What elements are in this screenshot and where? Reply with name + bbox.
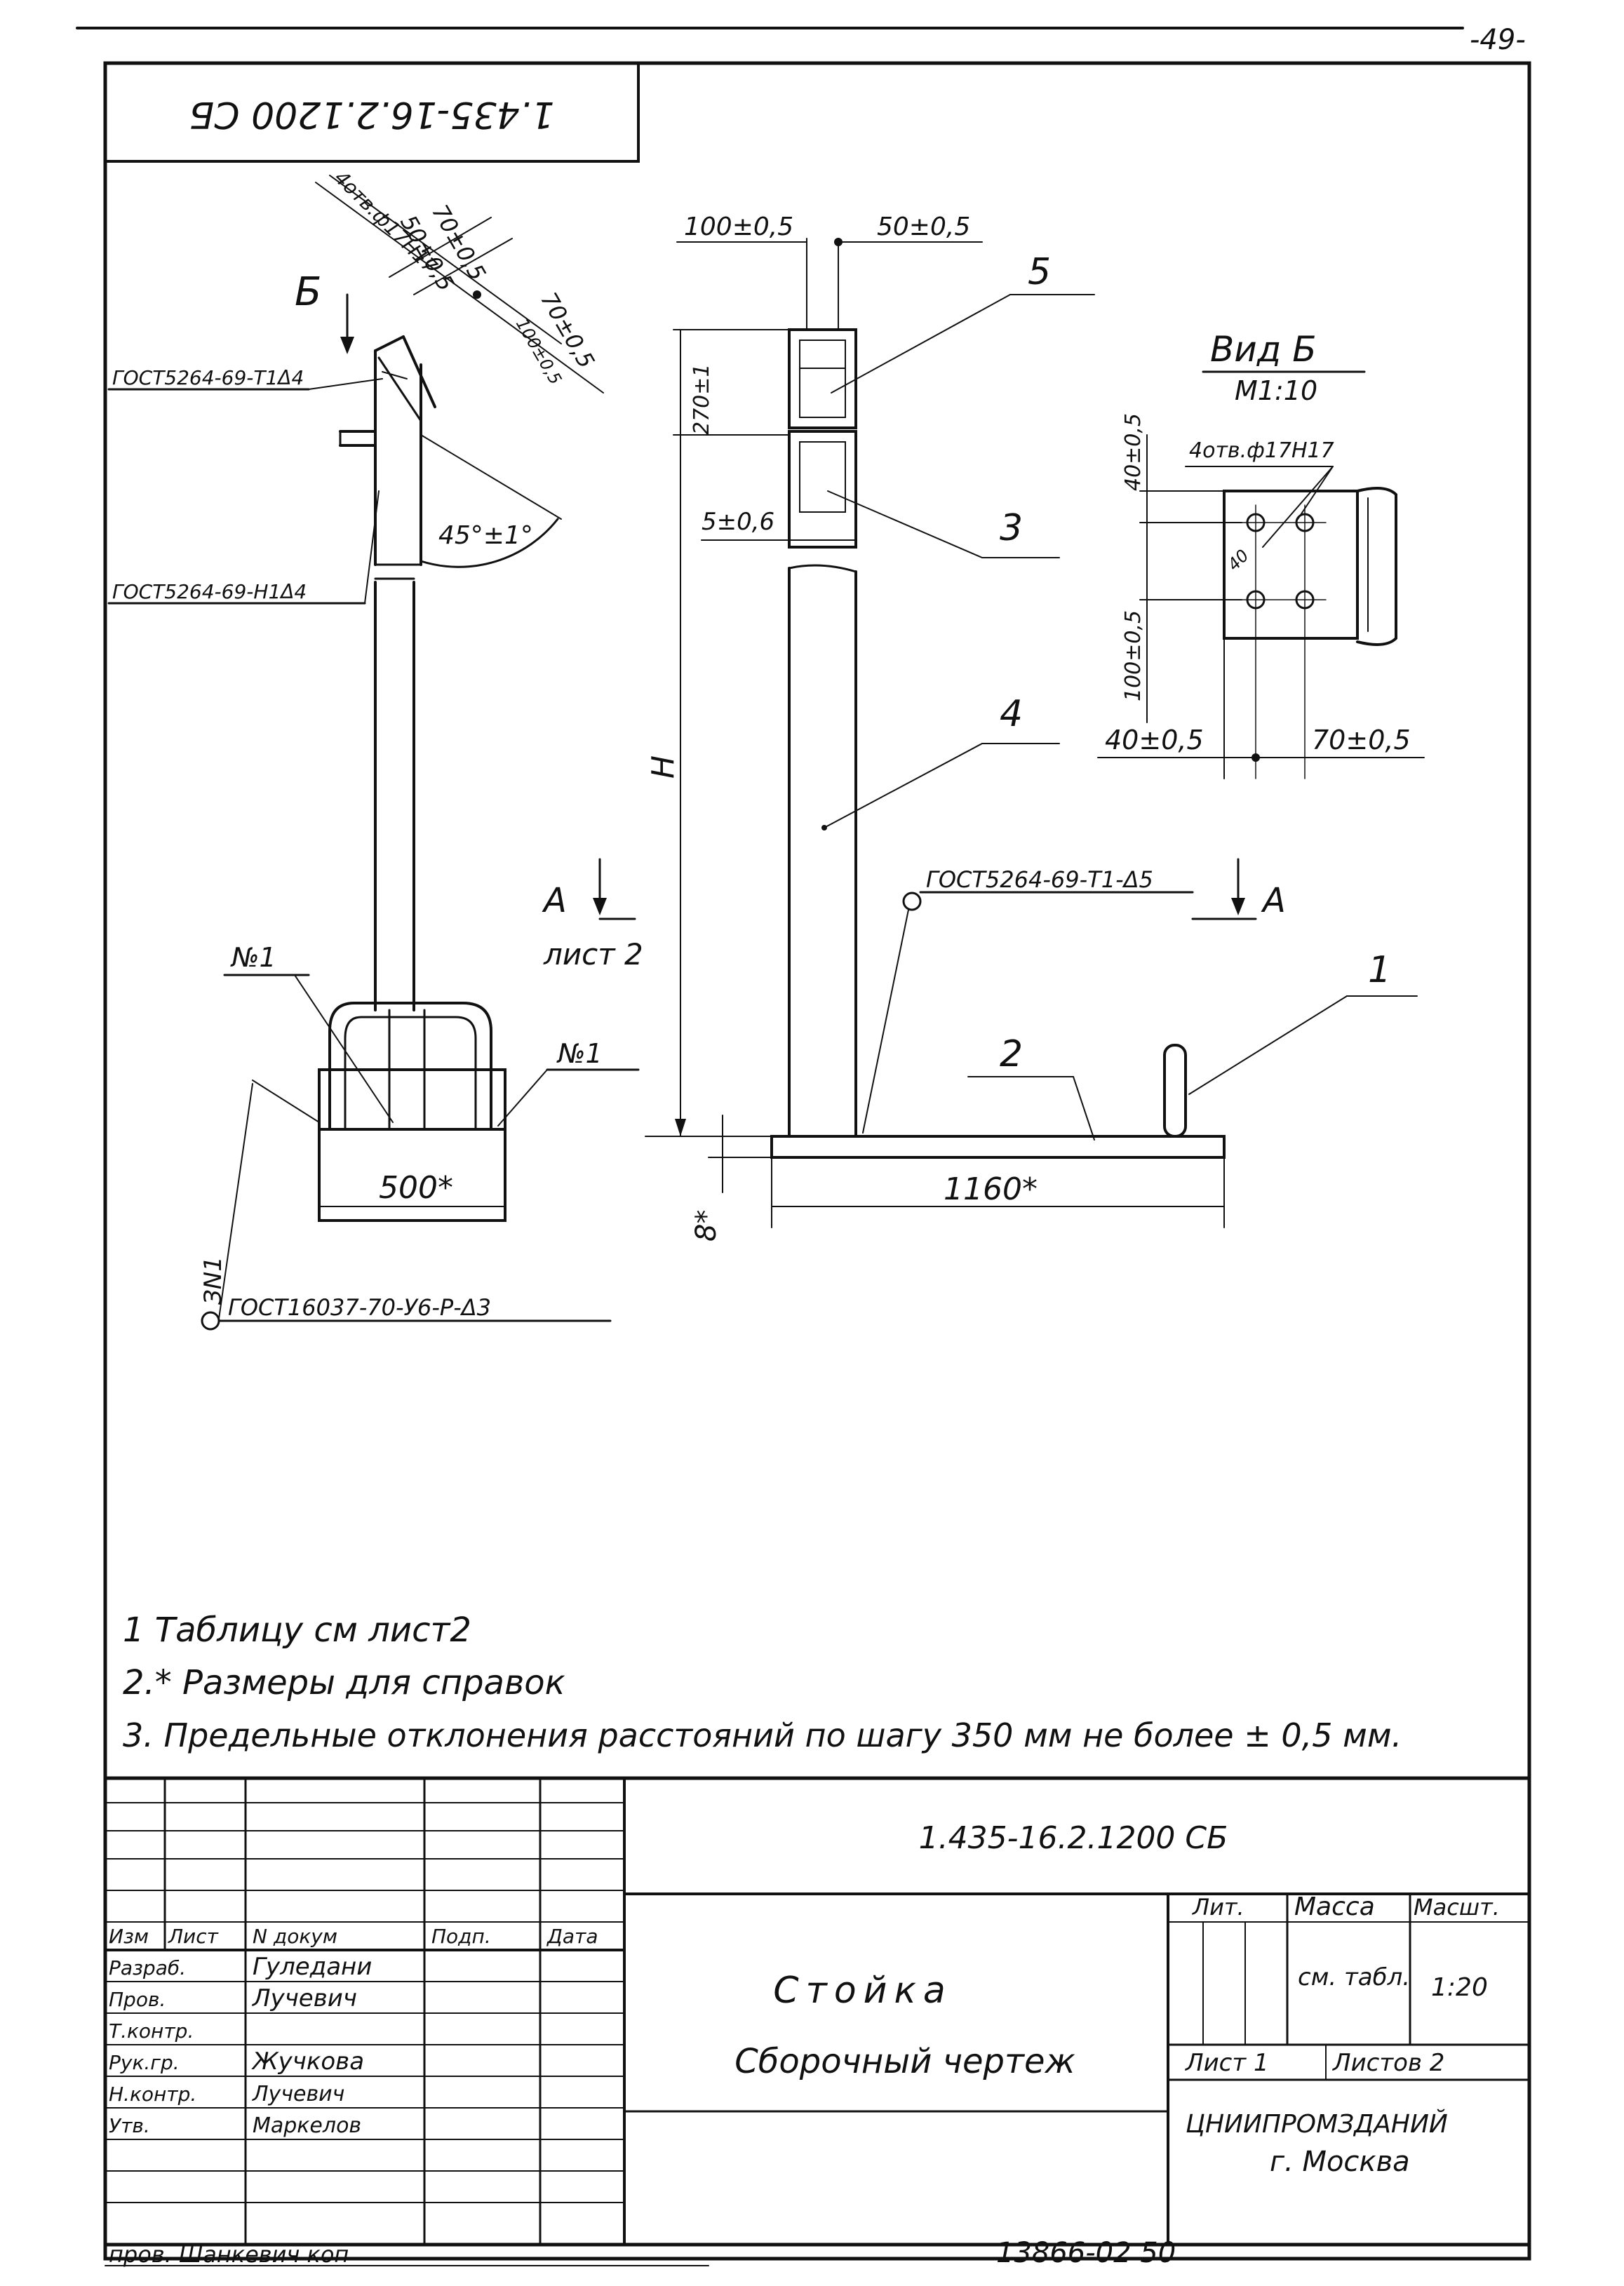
name-checker: Лучевич — [251, 1984, 357, 2012]
view-b-radius: 40 — [1223, 546, 1252, 574]
angle-dim: 45°±1° — [438, 521, 533, 550]
role-approver: Утв. — [109, 2114, 150, 2137]
weld-callout-bottom: ГОСТ16037-70-У6-Р-Δ3 — [228, 1294, 491, 1321]
name-norm-control: Лучевич — [252, 2082, 344, 2106]
weld-callout-mid: ГОСТ5264-69-Н1Δ4 — [112, 580, 307, 603]
org-line-2: г. Москва — [1270, 2146, 1410, 2178]
title-block — [103, 1776, 1531, 2247]
front-view — [593, 238, 1418, 1228]
front-dim-270: 270±1 — [690, 364, 714, 435]
weld-callout-base: ГОСТ5264-69-Т1-Δ5 — [926, 866, 1153, 893]
role-group-lead: Рук.гр. — [109, 2051, 180, 2074]
col-header-izm: Изм — [109, 1925, 149, 1948]
view-b-holes-note: 4отв.ф17H17 — [1189, 438, 1334, 463]
role-developer: Разраб. — [109, 1956, 186, 1979]
front-dim-50: 50±0,5 — [877, 213, 970, 241]
view-b-dim-70-h: 70±0,5 — [1312, 725, 1411, 755]
role-tech-control: Т.контр. — [109, 2019, 194, 2043]
weld-callout-top: ГОСТ5264-69-Т1Δ4 — [112, 366, 304, 389]
view-b-scale: М1:10 — [1235, 375, 1317, 406]
mass-value: см. табл. — [1298, 1963, 1410, 1991]
rotated-stamp: 1.435-16.2.1200 СБ — [104, 62, 640, 163]
view-b — [1097, 370, 1425, 779]
front-dim-8: 8* — [690, 1210, 723, 1242]
section-sheet-ref: лист 2 — [543, 937, 643, 971]
name-group-lead: Жучкова — [251, 2048, 364, 2076]
col-header-sign: Подп. — [431, 1925, 491, 1948]
bottom-right-code: 13866-02 50 — [996, 2237, 1176, 2269]
note-1: 1 Таблицу см лист2 — [123, 1611, 471, 1650]
weld-label-right: №1 — [556, 1038, 603, 1069]
role-norm-control: Н.контр. — [109, 2083, 196, 2106]
title-designation: 1.435-16.2.1200 СБ — [919, 1820, 1228, 1856]
lit-label: Лит. — [1192, 1894, 1244, 1921]
front-dim-h: H — [645, 755, 681, 779]
view-b-dim-40-v: 40±0,5 — [1121, 413, 1146, 491]
view-marker-b: Б — [295, 269, 321, 315]
sheets-label: Листов 2 — [1331, 2049, 1444, 2077]
position-2: 2 — [1000, 1033, 1023, 1075]
side-view — [107, 175, 640, 1331]
front-dim-5: 5±0,6 — [702, 508, 774, 536]
col-header-list: Лист — [168, 1925, 219, 1948]
front-dim-100: 100±0,5 — [684, 213, 793, 241]
sheet-frame — [76, 27, 1531, 2261]
section-letter-right: А — [1261, 881, 1286, 920]
position-3: 3 — [1000, 507, 1023, 549]
name-developer: Гуледани — [253, 1953, 372, 1981]
page-number: -49- — [1470, 24, 1526, 56]
front-base-length: 1160* — [944, 1171, 1038, 1207]
org-line-1: ЦНИИПРОМЗДАНИЙ — [1186, 2109, 1448, 2139]
col-header-doc: N докум — [253, 1925, 337, 1948]
note-2: 2.* Размеры для справок — [123, 1663, 565, 1702]
section-letter-left: А — [542, 881, 567, 920]
name-approver: Маркелов — [253, 2113, 361, 2138]
title-name: Стойка — [773, 1970, 952, 2012]
sheet-label: Лист 1 — [1184, 2049, 1269, 2077]
base-width-dim: 500* — [379, 1170, 453, 1206]
scale-value: 1:20 — [1431, 1973, 1488, 2002]
note-3: 3. Предельные отклонения расстояний по ш… — [123, 1716, 1402, 1754]
position-4: 4 — [1000, 693, 1023, 735]
position-1: 1 — [1368, 949, 1391, 991]
role-checker: Пров. — [109, 1988, 166, 2011]
weld-label-left: №1 — [230, 942, 276, 973]
title-doc-type: Сборочный чертеж — [734, 2042, 1075, 2081]
position-5: 5 — [1028, 251, 1051, 293]
view-b-title: Вид Б — [1210, 329, 1317, 370]
col-header-date: Дата — [546, 1925, 598, 1948]
scale-label: Масшт. — [1414, 1894, 1500, 1921]
bottom-left-signature: пров. Шанкевич коп — [109, 2241, 349, 2268]
view-b-dim-100-v: 100±0,5 — [1121, 610, 1146, 701]
mass-label: Масса — [1294, 1892, 1375, 1921]
view-b-dim-40-h: 40±0,5 — [1105, 725, 1204, 755]
rotated-stamp-text: 1.435-16.2.1200 СБ — [189, 93, 555, 135]
weld-marker: ЗN1 — [199, 1256, 227, 1305]
